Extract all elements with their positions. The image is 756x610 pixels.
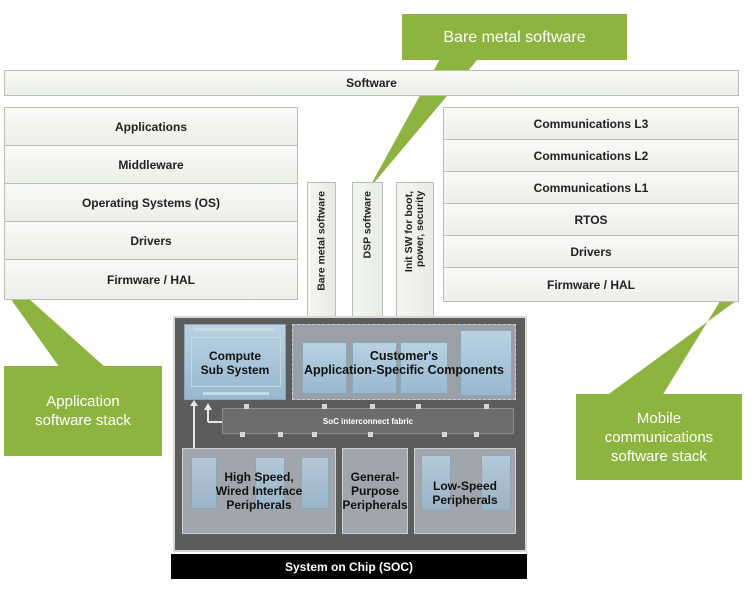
hs-block bbox=[191, 457, 217, 509]
app-stack-item-middleware: Middleware bbox=[4, 145, 298, 184]
mobile-stack-item-l3: Communications L3 bbox=[443, 107, 739, 140]
fabric-connector bbox=[322, 404, 327, 409]
vertical-bare-metal-label: Bare metal software bbox=[315, 191, 327, 291]
compute-tiny-bottom bbox=[203, 392, 269, 395]
vertical-dsp-label: DSP software bbox=[361, 191, 373, 259]
fabric-connector bbox=[370, 404, 375, 409]
hs-block bbox=[301, 457, 329, 509]
interconnect-fabric: SoC interconnect fabric bbox=[222, 408, 514, 434]
high-speed-region bbox=[182, 448, 336, 534]
high-speed-label: High Speed, Wired Interface Peripherals bbox=[215, 470, 303, 512]
fabric-connector bbox=[312, 432, 317, 437]
app-stack: Applications Middleware Operating System… bbox=[4, 107, 298, 300]
software-bar: Software bbox=[4, 70, 739, 96]
vertical-init-sw: Init SW for boot, power, security bbox=[396, 182, 434, 330]
app-stack-item-firmware: Firmware / HAL bbox=[4, 259, 298, 300]
customer-block-2 bbox=[352, 342, 397, 394]
fabric-connector bbox=[368, 432, 373, 437]
mobile-stack-callout-pointer bbox=[606, 298, 740, 396]
fabric-connector bbox=[416, 404, 421, 409]
app-stack-item-os: Operating Systems (OS) bbox=[4, 183, 298, 222]
compute-label: Compute Sub System bbox=[200, 349, 270, 377]
hs-block bbox=[255, 457, 285, 509]
compute-tiny-top bbox=[195, 328, 275, 331]
fabric-connector bbox=[442, 432, 447, 437]
ls-block bbox=[421, 455, 451, 511]
app-stack-item-applications: Applications bbox=[4, 107, 298, 146]
general-purpose-label: General- Purpose Peripherals bbox=[342, 470, 408, 512]
mobile-stack-item-l2: Communications L2 bbox=[443, 139, 739, 172]
app-stack-callout: Application software stack bbox=[4, 366, 162, 456]
app-stack-callout-pointer bbox=[10, 298, 106, 368]
vertical-bare-metal: Bare metal software bbox=[307, 182, 336, 330]
modem-block bbox=[460, 330, 512, 396]
low-speed-label: Low-Speed Peripherals bbox=[432, 479, 498, 507]
general-purpose-region bbox=[342, 448, 408, 534]
compute-inner bbox=[191, 337, 281, 387]
fabric-connector bbox=[244, 404, 249, 409]
fabric-connector bbox=[484, 404, 489, 409]
app-stack-item-drivers: Drivers bbox=[4, 221, 298, 260]
customer-block-1 bbox=[302, 342, 347, 394]
mobile-stack-item-l1: Communications L1 bbox=[443, 171, 739, 204]
low-speed-region bbox=[414, 448, 516, 534]
mobile-stack-item-rtos: RTOS bbox=[443, 203, 739, 236]
customer-label: Customer's Application-Specific Componen… bbox=[303, 349, 504, 377]
bare-metal-callout: Bare metal software bbox=[402, 14, 627, 60]
vertical-dsp: DSP software bbox=[352, 182, 383, 330]
mobile-stack: Communications L3 Communications L2 Comm… bbox=[443, 107, 739, 302]
fabric-connector bbox=[240, 432, 245, 437]
customer-block-3 bbox=[400, 342, 448, 394]
ls-block bbox=[481, 455, 511, 511]
fabric-connector bbox=[474, 432, 479, 437]
fabric-arrows bbox=[190, 400, 222, 452]
vertical-init-sw-label: Init SW for boot, power, security bbox=[403, 191, 426, 273]
compute-sub-system bbox=[184, 324, 286, 400]
mobile-stack-item-drivers: Drivers bbox=[443, 235, 739, 268]
soc-title-bar: System on Chip (SOC) bbox=[171, 554, 527, 579]
fabric-connector bbox=[278, 432, 283, 437]
mobile-stack-item-firmware: Firmware / HAL bbox=[443, 267, 739, 302]
mobile-stack-callout: Mobile communications software stack bbox=[576, 394, 742, 480]
